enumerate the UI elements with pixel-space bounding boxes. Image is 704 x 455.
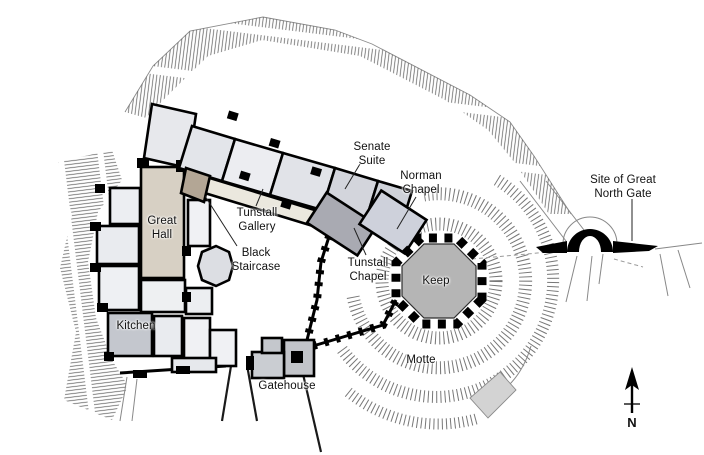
chapel-apse <box>196 244 235 288</box>
gatehouse-building <box>282 338 316 378</box>
motte-rings <box>336 174 560 430</box>
label-north-gate-site: Site of Great North Gate <box>590 174 656 201</box>
label-keep: Keep <box>422 275 450 287</box>
label-kitchen: Kitchen <box>116 320 156 332</box>
label-tunstall-chapel: Tunstall Chapel <box>347 257 389 284</box>
roads <box>119 180 703 453</box>
label-norman-chapel: Norman Chapel <box>400 170 442 197</box>
gatehouse-buildings <box>246 336 316 380</box>
label-tunstall-gallery: Tunstall Gallery <box>236 207 278 234</box>
great-hall-building <box>139 165 186 280</box>
label-great-hall: Great Hall <box>147 215 177 242</box>
norman-chapel-building <box>357 188 429 256</box>
label-motte: Motte <box>406 354 436 366</box>
north-gate-structure <box>536 216 658 253</box>
cliff-bank-hatching <box>58 16 572 420</box>
west-range-buildings <box>90 102 238 378</box>
north-range-buildings <box>177 110 429 258</box>
label-black-staircase: Black Staircase <box>231 247 281 274</box>
black-staircase-building <box>179 166 212 204</box>
gate-arch <box>567 229 613 252</box>
keep-building <box>401 243 477 319</box>
label-senate-suite: Senate Suite <box>353 141 391 168</box>
label-gatehouse: Gatehouse <box>258 380 316 392</box>
kitchen-building <box>106 311 154 358</box>
keep-structure <box>391 233 487 329</box>
north-arrow-icon <box>624 367 640 413</box>
leader-lines <box>204 163 633 256</box>
label-compass-north: N <box>627 415 637 430</box>
motte-path-arrow <box>469 345 532 419</box>
